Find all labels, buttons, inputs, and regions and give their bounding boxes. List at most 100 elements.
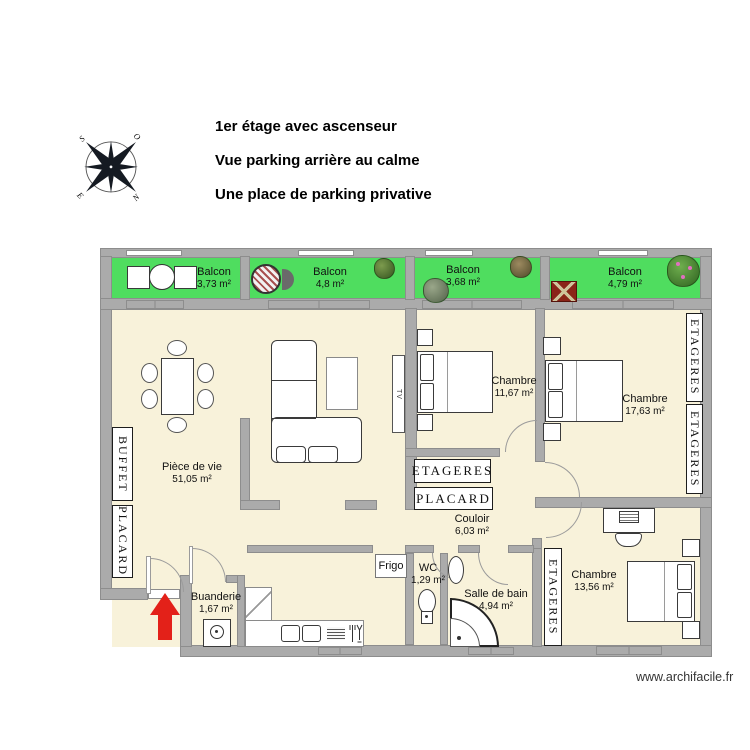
placard-label: PLACARD [112,505,133,578]
pillow [420,383,434,410]
bed-crease [664,562,665,621]
flower-dot [681,275,685,279]
flower-dot [676,262,680,266]
bed-crease [447,352,448,412]
wall [180,575,192,647]
toilet-dot [425,615,428,618]
nightstand-icon [417,329,433,346]
dish-rack-icon [327,627,345,640]
wall [535,308,545,462]
chair-icon [141,363,158,383]
washer-dot [215,630,218,633]
plant-icon [510,256,532,278]
etageres-label: ETAGERES [686,313,703,402]
buffet-label: BUFFET [112,427,133,501]
tree-icon [374,258,395,279]
balcony-railing [425,250,473,256]
nightstand-icon [682,539,700,557]
bbq-lid-icon [282,269,294,290]
tv-icon: TV [392,355,405,433]
wall [405,553,414,645]
nightstand-icon [682,621,700,639]
cutlery-icon [347,624,363,644]
wall [240,256,250,300]
entrance-arrow-icon [150,593,180,615]
compass-rose-icon: S O E N [74,126,148,206]
bed-crease [576,361,577,421]
balcony-railing [126,250,182,256]
placard-closet-label: PLACARD [414,487,493,510]
balcony-table-icon [127,266,150,289]
sofa-cushion [276,446,306,463]
pillow [548,363,563,390]
window [126,300,184,309]
wall [405,448,500,457]
sofa-cushion [308,446,338,463]
dining-table-icon [161,358,194,415]
plant-icon [423,278,449,303]
wall [247,545,373,553]
compass-letter-n: N [130,192,141,203]
pillow [548,391,563,418]
tv-label: TV [395,388,402,400]
wall [240,500,280,510]
sink-icon [448,556,464,584]
window [596,646,662,655]
balcony-railing [598,250,648,256]
wall [405,308,417,455]
balcony-table-icon [174,266,197,289]
sofa-seam [272,380,316,381]
wall [458,545,480,553]
kitchen-sink-icon [302,625,321,642]
header-line-3: Une place de parking privative [215,186,432,203]
window [318,647,362,655]
compass-letter-e: E [74,190,85,201]
wall [100,588,148,600]
website-link: www.archifacile.fr [636,670,734,684]
flower-dot [688,266,692,270]
nightstand-icon [543,337,561,355]
pillow [677,592,692,618]
entrance-arrow-shaft [158,614,172,640]
nightstand-icon [543,423,561,441]
coffee-table-icon [326,357,358,410]
fridge-icon: Frigo [375,554,407,578]
etageres-closet-label: ETAGERES [412,459,491,483]
header-line-2: Vue parking arrière au calme [215,152,420,169]
wall [535,497,712,508]
shower-drain [457,636,461,640]
sofa-seam [272,418,316,419]
kitchen-corner-unit [245,587,272,622]
kitchen-sink-icon [281,625,300,642]
chair-icon [197,389,214,409]
chair-icon [141,389,158,409]
chair-icon [167,417,187,433]
wall [508,545,534,553]
window [422,300,522,309]
wall [405,545,434,553]
header-line-1: 1er étage avec ascenseur [215,118,397,135]
washer-drum [210,625,224,639]
wall [405,256,415,300]
bush-icon [667,255,700,287]
bbq-grill-icon [251,264,281,294]
etageres-label: ETAGERES [686,404,703,494]
wall [237,575,245,647]
pillow [677,564,692,590]
chair-icon [167,340,187,356]
chair-icon [197,363,214,383]
balcony-railing [298,250,354,256]
window [268,300,370,309]
planter-icon [551,281,577,302]
etageres-label: ETAGERES [544,548,562,646]
pillow [420,354,434,381]
